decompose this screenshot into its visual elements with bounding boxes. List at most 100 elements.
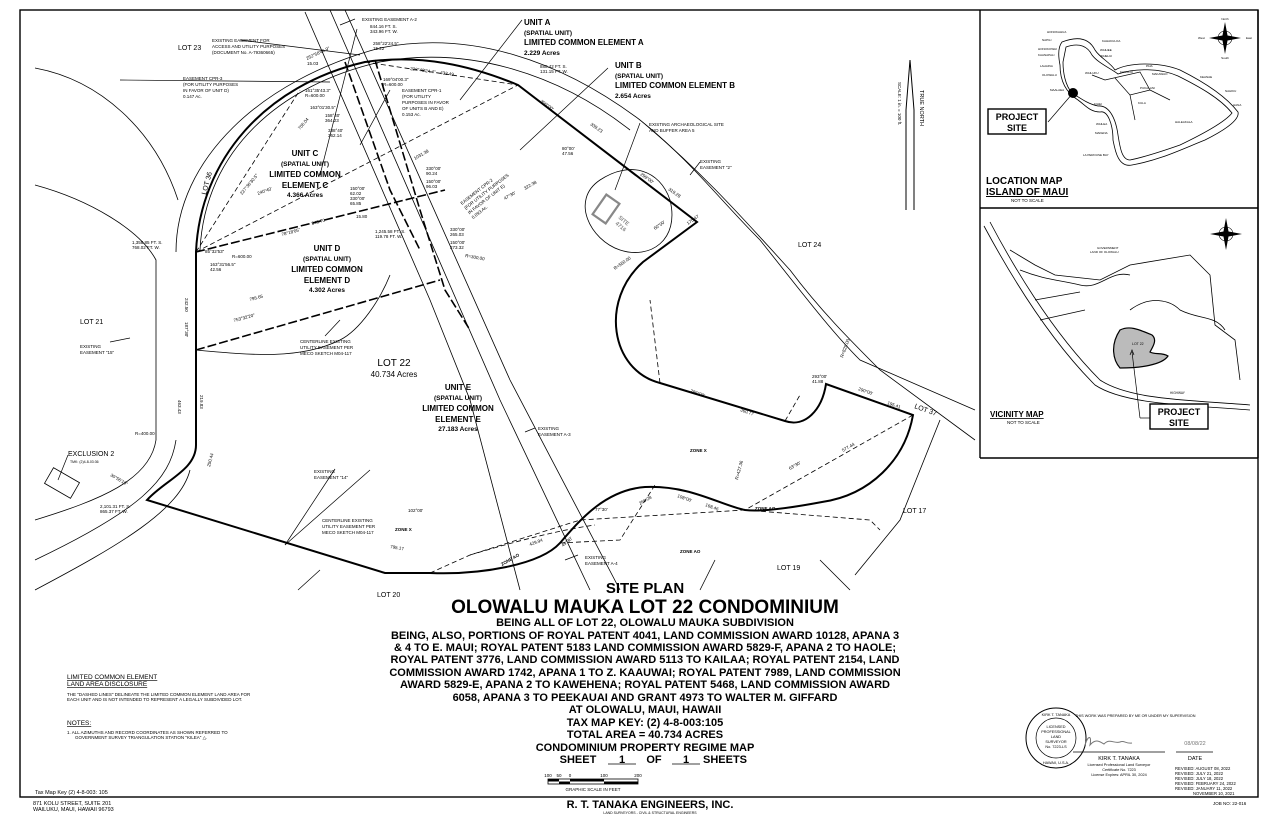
location-map: PROJECT SITE LOCATION MAP ISLAND OF MAUI…	[986, 17, 1252, 203]
dimension-label: R=600.00	[232, 254, 252, 259]
lot-label: LOT 24	[798, 242, 821, 249]
dimension-label: 339.23	[589, 122, 604, 134]
easement-14-label: EASEMENT "14"	[314, 475, 349, 480]
archaeological-buffer-area	[584, 169, 673, 253]
easement-2-label: EXISTING	[700, 159, 722, 164]
lot-22-highlight	[1113, 327, 1169, 369]
place-label: HONOKOWAI	[1038, 47, 1057, 51]
compass-label: North	[1221, 17, 1229, 21]
unit-acres: 2.229 Acres	[524, 50, 560, 57]
scale-tick: 50	[556, 773, 562, 778]
lot-label: LOT 23	[178, 45, 201, 52]
revision-entry: REVISED: AUGUST 08, 2022	[1175, 766, 1231, 771]
unit-type: (SPATIAL UNIT)	[615, 73, 663, 80]
title-line: TOTAL AREA = 40.734 ACRES	[567, 729, 723, 741]
government-land-label: LAND OF OLOWALU	[1090, 250, 1119, 254]
dimension-label: 15.03	[307, 61, 319, 66]
revision-entry: REVISED: FEBRUARY 24, 2022	[1175, 781, 1236, 786]
archaeo-label: EXISTING ARCHAEOLOGICAL SITE	[649, 122, 724, 127]
dimension-label: 163°01'30.5"	[310, 105, 336, 110]
place-label: KEANAE	[1200, 75, 1212, 79]
title-block: SITE PLAN OLOWALU MAUKA LOT 22 CONDOMINI…	[389, 580, 900, 766]
dimension-label: 187°30'	[184, 322, 189, 337]
dimension-label: 250.44	[206, 452, 215, 467]
easement-a3-label: EXISTING	[538, 426, 560, 431]
zone-label: ZONE X	[690, 448, 707, 453]
dimension-labels: 258°22'24.5"15.22252°58'46.9"15.03228°48…	[110, 41, 902, 551]
compass-label: South	[1221, 56, 1229, 60]
coordinate-label: 119.78 FT. W.	[375, 234, 402, 239]
unit-type: (SPATIAL UNIT)	[303, 256, 351, 263]
unit-element: LIMITED COMMON	[291, 265, 363, 274]
dimension-label: 795.17	[390, 544, 405, 551]
dimension-label: 228°48'24.4"	[410, 66, 436, 75]
dimension-label: 433.49	[440, 70, 455, 77]
dimension-label: R=427.36	[734, 460, 744, 481]
dimension-label: 15.22	[373, 46, 385, 51]
note-item: 1. ALL AZIMUTHS AND RECORD COORDINATES A…	[67, 730, 228, 735]
seal-text: No. 7223-LS	[1045, 745, 1067, 749]
unit-acres: 2.654 Acres	[615, 93, 651, 100]
dimension-label: 273.32	[450, 245, 464, 250]
place-label: HALEAKALA	[1175, 120, 1193, 124]
unit-type: (SPATIAL UNIT)	[434, 395, 482, 402]
disclosure-text: THE "DASHED LINES" DELINEATE THE LIMITED…	[67, 692, 251, 697]
disclosure: LIMITED COMMON ELEMENT LAND AREA DISCLOS…	[67, 674, 251, 702]
dimension-label: 240°40'	[257, 186, 273, 196]
dimension-label: 60°00'	[653, 219, 666, 230]
title-line: COMMISSION AWARD 1742, APANA 1 TO Z. KAA…	[389, 667, 900, 679]
scale-tick: 100	[544, 773, 552, 778]
unit-e-label: UNIT E (SPATIAL UNIT) LIMITED COMMON ELE…	[422, 383, 494, 433]
compass-rose-icon: North East South West	[1198, 17, 1252, 60]
easement-15-label: EASEMENT "15"	[80, 350, 115, 355]
dimension-label: 15.80	[356, 214, 368, 219]
exclusion-2-parcel	[43, 467, 81, 499]
title-line: ROYAL PATENT 3776, LAND COMMISSION AWARD…	[391, 654, 900, 666]
drawing-heading: SITE PLAN	[606, 580, 684, 597]
dimension-label: 795.65	[249, 293, 264, 302]
easement-a4-label: EXISTING	[585, 555, 607, 560]
road-lines	[34, 9, 976, 591]
dimension-label: 330°00'	[350, 196, 365, 201]
seal-text: LAND	[1051, 735, 1061, 739]
title-line: 6058, APANA 3 TO PEEKAUAI AND GRANT 4973…	[453, 692, 838, 704]
revision-entry: REVISED: JANUARY 11, 2022	[1175, 786, 1233, 791]
company-address: WAILUKU, MAUI, HAWAII 96793	[33, 807, 114, 813]
leader-lines	[57, 18, 701, 591]
note-item: GOVERNMENT SURVEY TRIANGULATION STATION …	[75, 735, 207, 740]
surveyor-block: KIRK T. TANAKA LICENSED PROFESSIONAL LAN…	[1025, 707, 1247, 806]
dimension-label: 169°04'00.3"	[383, 77, 409, 82]
unit-element: ELEMENT C	[282, 181, 328, 190]
project-site-label: SITE	[1007, 123, 1027, 133]
location-map-subtitle: ISLAND OF MAUI	[986, 187, 1068, 198]
exclusion-label: EXCLUSION 2	[68, 451, 114, 458]
dimension-label: 47.56	[562, 151, 574, 156]
cpr3-label: EASEMENT CPR-3	[183, 76, 223, 81]
compass-rose-icon	[1210, 218, 1242, 250]
title-line: AWARD 5829-E, APANA 2 TO KAWEHENA; ROYAL…	[400, 679, 890, 691]
dimension-label: 362.14	[328, 133, 342, 138]
place-label: WAIHEE	[1100, 48, 1112, 52]
lot-label: LOT 20	[377, 592, 400, 599]
dimension-label: 161°35'43.3"	[305, 88, 331, 93]
dimension-label: 49°30'	[560, 536, 573, 548]
notes-heading: NOTES:	[67, 720, 91, 727]
surveyor-certificate: Certificate No. 7223	[1102, 768, 1136, 772]
surveyor-title: Licensed Professional Land Surveyor	[1088, 763, 1152, 767]
unit-element: LIMITED COMMON ELEMENT A	[524, 38, 644, 47]
coordinate-label: 2,101.31 FT. S.	[100, 504, 131, 509]
unit-a-label: UNIT A (SPATIAL UNIT) LIMITED COMMON ELE…	[524, 18, 644, 57]
dimension-label: 293°00'	[812, 374, 827, 379]
revision-entry: NOVEMBER 10, 2021	[1193, 791, 1235, 796]
dimension-label: 77°30'	[595, 507, 608, 512]
zone-label: ZONE AO	[755, 506, 776, 511]
place-label: LAHAINA	[1040, 64, 1053, 68]
place-label: WAILUKU	[1085, 71, 1099, 75]
easement-2-label: EASEMENT "2"	[700, 165, 732, 170]
title-line: CONDOMINIUM PROPERTY REGIME MAP	[536, 742, 755, 754]
cpr1-label: OF UNITS B AND E)	[402, 106, 444, 111]
unit-name: UNIT D	[314, 244, 341, 253]
unit-element: ELEMENT E	[435, 415, 481, 424]
job-number: JOB NO: 22-016	[1213, 801, 1247, 806]
